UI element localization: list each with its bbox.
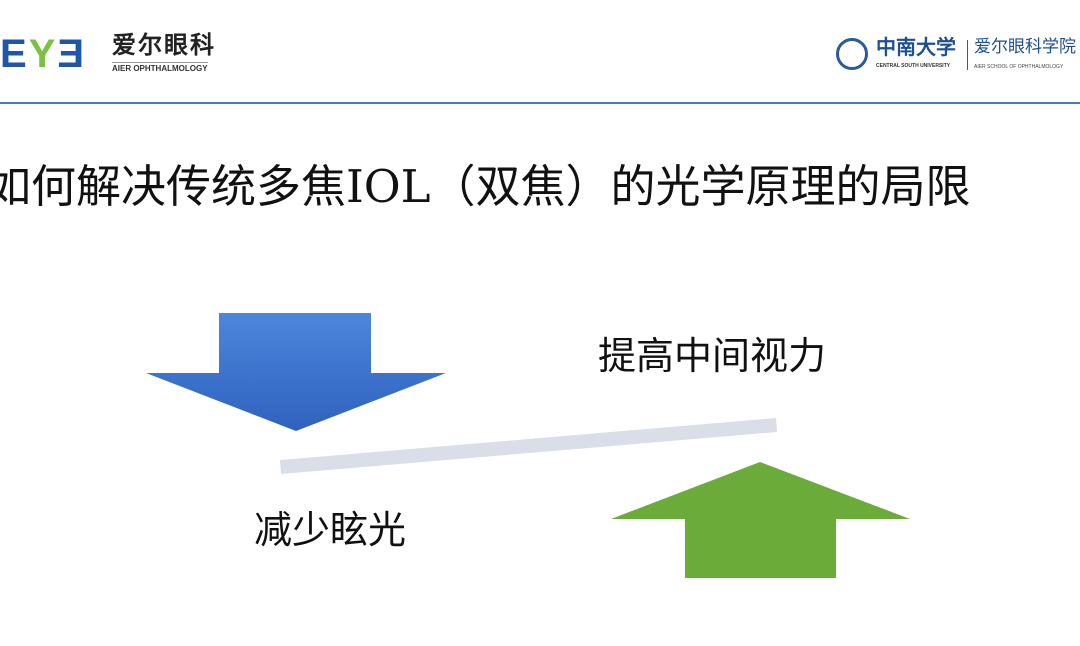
csu-logo: 中南大学 CENTRAL SOUTH UNIVERSITY: [876, 36, 956, 69]
aier-logo-english: AIER OPHTHALMOLOGY: [112, 62, 208, 73]
balance-bar: [280, 418, 777, 474]
up-arrow-icon: [611, 462, 910, 578]
header-rule: [0, 102, 1080, 104]
csu-seal-icon: [836, 38, 868, 70]
school-logo: 爱尔眼科学院 AIER SCHOOL OF OPHTHALMOLOGY: [974, 37, 1076, 71]
label-reduce-glare: 减少眩光: [254, 508, 407, 552]
csu-logo-english: CENTRAL SOUTH UNIVERSITY: [876, 63, 951, 69]
csu-logo-name: 中南大学: [876, 35, 956, 59]
aier-logo: 爱尔眼科 AIER OPHTHALMOLOGY: [112, 32, 216, 73]
school-logo-english: AIER SCHOOL OF OPHTHALMOLOGY: [974, 64, 1064, 70]
slide-title: 如何解决传统多焦IOL（双焦）的光学原理的局限: [0, 160, 971, 213]
label-improve-intermediate-vision: 提高中间视力: [598, 334, 827, 378]
school-logo-name: 爱尔眼科学院: [974, 37, 1076, 57]
aier-logo-name: 爱尔眼科: [112, 30, 216, 59]
aier-eye-logo-mark: EYƎ: [0, 32, 87, 76]
down-arrow-icon: [146, 313, 446, 431]
logo-divider: [967, 40, 968, 70]
